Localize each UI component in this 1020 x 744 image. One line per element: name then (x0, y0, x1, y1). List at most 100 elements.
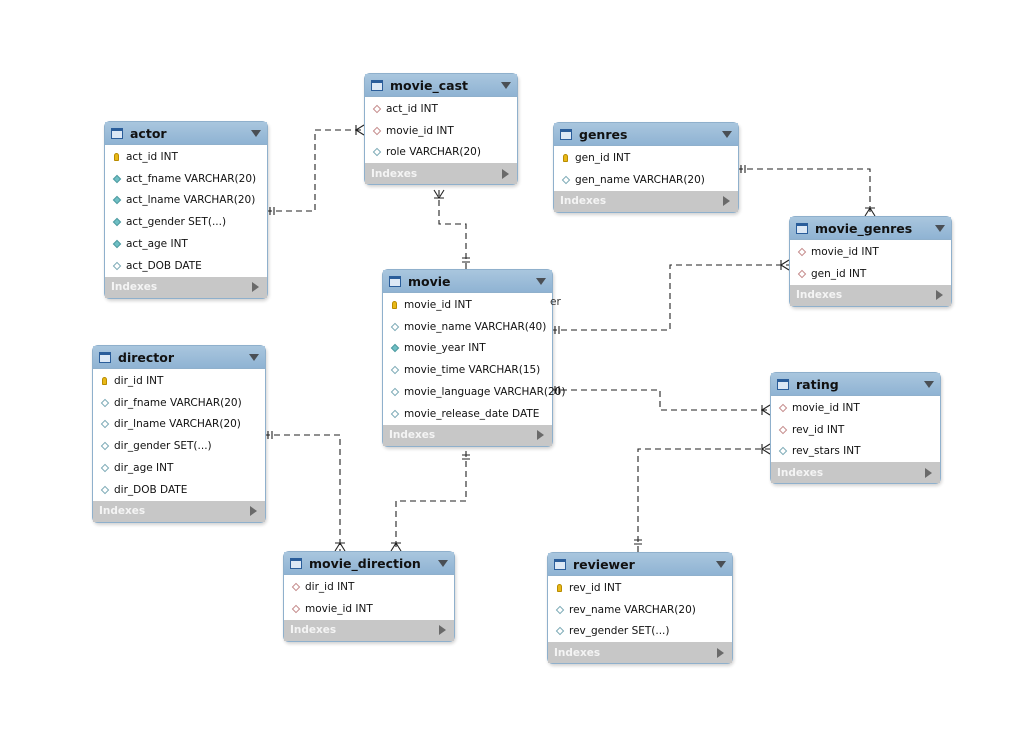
collapse-arrow-icon[interactable] (722, 130, 732, 138)
expand-arrow-icon[interactable] (723, 196, 730, 207)
column-row[interactable]: rev_name VARCHAR(20) (548, 599, 732, 621)
expand-arrow-icon[interactable] (537, 430, 544, 441)
column-row[interactable]: act_DOB DATE (105, 255, 267, 277)
indexes-section[interactable]: Indexes (383, 424, 552, 446)
collapse-arrow-icon[interactable] (935, 224, 945, 232)
entity-header[interactable]: movie_direction (284, 552, 454, 575)
expand-arrow-icon[interactable] (250, 506, 257, 517)
column-row[interactable]: act_gender SET(...) (105, 211, 267, 233)
column-row[interactable]: movie_year INT (383, 338, 552, 360)
indexes-section[interactable]: Indexes (771, 462, 940, 484)
indexes-section[interactable]: Indexes (790, 284, 951, 306)
column-row[interactable]: dir_fname VARCHAR(20) (93, 392, 265, 414)
indexes-section[interactable]: Indexes (284, 619, 454, 641)
indexes-section[interactable]: Indexes (365, 163, 517, 185)
link-genres-movie-genres[interactable] (737, 168, 871, 216)
indexes-section[interactable]: Indexes (105, 276, 267, 298)
entity-title: reviewer (573, 556, 635, 572)
column-row[interactable]: movie_name VARCHAR(40) (383, 316, 552, 338)
column-row[interactable]: movie_release_date DATE (383, 403, 552, 425)
link-actor-movie-cast[interactable] (266, 129, 364, 212)
collapse-arrow-icon[interactable] (438, 559, 448, 567)
collapse-arrow-icon[interactable] (924, 380, 934, 388)
indexes-label: Indexes (560, 195, 607, 208)
indexes-label: Indexes (111, 281, 158, 294)
expand-arrow-icon[interactable] (502, 168, 509, 179)
column-row[interactable]: rev_gender SET(...) (548, 621, 732, 643)
column-row[interactable]: dir_lname VARCHAR(20) (93, 414, 265, 436)
column-icon (389, 321, 400, 332)
table-icon (371, 79, 383, 91)
expand-arrow-icon[interactable] (439, 625, 446, 636)
column-definition: role VARCHAR(20) (386, 146, 481, 159)
collapse-arrow-icon[interactable] (251, 129, 261, 137)
column-row[interactable]: movie_id INT (383, 294, 552, 316)
column-row[interactable]: dir_DOB DATE (93, 479, 265, 501)
link-director-movie-direction[interactable] (264, 434, 341, 551)
column-row[interactable]: movie_time VARCHAR(15) (383, 359, 552, 381)
column-row[interactable]: act_fname VARCHAR(20) (105, 168, 267, 190)
column-row[interactable]: movie_id INT (365, 120, 517, 142)
column-icon (371, 147, 382, 158)
table-icon (389, 275, 401, 287)
column-row[interactable]: rev_id INT (771, 419, 940, 441)
entity-header[interactable]: movie (383, 270, 552, 293)
expand-arrow-icon[interactable] (717, 647, 724, 658)
column-row[interactable]: rev_id INT (548, 577, 732, 599)
entity-header[interactable]: genres (554, 123, 738, 146)
column-row[interactable]: rev_stars INT (771, 441, 940, 463)
expand-arrow-icon[interactable] (936, 290, 943, 301)
collapse-arrow-icon[interactable] (249, 353, 259, 361)
many-crows-foot-marker (390, 542, 402, 552)
column-row[interactable]: act_lname VARCHAR(20) (105, 190, 267, 212)
column-row[interactable]: movie_id INT (284, 598, 454, 620)
column-row[interactable]: movie_id INT (790, 241, 951, 263)
column-row[interactable]: dir_gender SET(...) (93, 435, 265, 457)
entity-header[interactable]: actor (105, 122, 267, 145)
link-movie-movie-direction[interactable] (395, 451, 467, 551)
column-icon (111, 260, 122, 271)
collapse-arrow-icon[interactable] (501, 81, 511, 89)
link-movie-movie-cast[interactable] (438, 190, 467, 269)
indexes-section[interactable]: Indexes (548, 642, 732, 664)
entity-header[interactable]: director (93, 346, 265, 369)
column-row[interactable]: act_age INT (105, 233, 267, 255)
entity-header[interactable]: movie_genres (790, 217, 951, 240)
link-reviewer-rating[interactable] (637, 448, 770, 552)
entity-header[interactable]: movie_cast (365, 74, 517, 97)
link-movie-rating[interactable] (551, 389, 770, 411)
column-row[interactable]: act_id INT (365, 98, 517, 120)
collapse-arrow-icon[interactable] (536, 277, 546, 285)
column-row[interactable]: dir_age INT (93, 457, 265, 479)
entity-header[interactable]: reviewer (548, 553, 732, 576)
expand-arrow-icon[interactable] (252, 282, 259, 293)
entity-header[interactable]: rating (771, 373, 940, 396)
column-row[interactable]: gen_id INT (554, 147, 738, 169)
indexes-section[interactable]: Indexes (554, 190, 738, 212)
indexes-section[interactable]: Indexes (93, 500, 265, 522)
column-row[interactable]: movie_language VARCHAR(20) (383, 381, 565, 403)
column-row[interactable]: dir_id INT (284, 576, 454, 598)
one-mandatory-marker (462, 257, 470, 263)
column-row[interactable]: dir_id INT (93, 370, 265, 392)
column-row[interactable]: movie_id INT (771, 397, 940, 419)
link-movie-movie-genres[interactable] (551, 264, 789, 331)
column-row[interactable]: gen_id INT (790, 263, 951, 285)
column-row[interactable]: act_id INT (105, 146, 267, 168)
column-row[interactable]: role VARCHAR(20) (365, 142, 517, 164)
collapse-arrow-icon[interactable] (716, 560, 726, 568)
column-row[interactable]: gen_name VARCHAR(20) (554, 169, 738, 191)
expand-arrow-icon[interactable] (925, 467, 932, 478)
